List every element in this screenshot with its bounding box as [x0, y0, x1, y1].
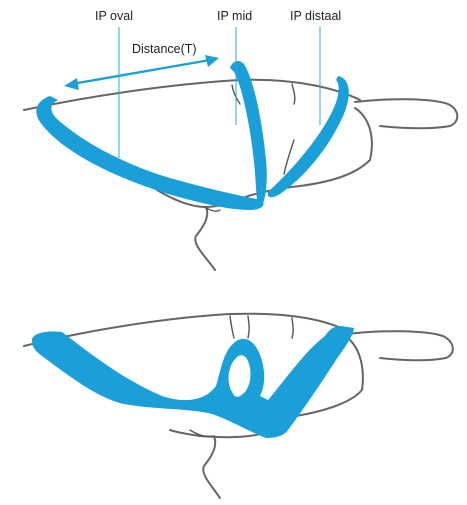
distance-arrow	[64, 55, 219, 90]
top-panel: IP oval IP mid IP distaal Distance(T)	[24, 9, 457, 270]
label-ip-oval: IP oval	[95, 9, 133, 23]
arrowhead-right-icon	[205, 55, 219, 67]
label-ip-distaal: IP distaal	[290, 9, 341, 23]
label-ip-mid: IP mid	[217, 9, 252, 23]
solid-splint-body	[32, 326, 354, 438]
arrowhead-left-icon	[64, 78, 79, 90]
ip-oval-ring	[36, 96, 263, 210]
bottom-panel	[24, 314, 453, 498]
finger-outline-top	[24, 80, 457, 270]
label-distance: Distance(T)	[132, 42, 197, 56]
